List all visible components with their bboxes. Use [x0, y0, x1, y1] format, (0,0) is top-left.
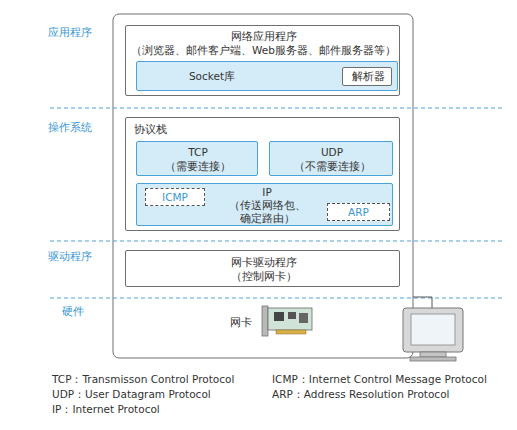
nic-chip: [299, 313, 308, 323]
node-body: （需要连接）: [137, 160, 259, 173]
part-name: 网卡: [230, 316, 252, 329]
node-heading: UDP: [270, 146, 394, 159]
node-body: （控制网卡）: [126, 270, 401, 283]
node-heading: ARP: [328, 206, 389, 219]
driver-box: 网卡驱动程序（控制网卡）: [125, 250, 400, 287]
monitor-base: [410, 357, 456, 361]
monitor-body: [403, 308, 463, 352]
node-heading: 网卡驱动程序: [126, 256, 401, 269]
divider-line: [50, 241, 505, 242]
node-heading: Socket库: [167, 70, 257, 83]
socket-box: Socket库 解析器: [136, 61, 398, 91]
resolver-box: 解析器: [342, 67, 392, 86]
monitor-screen: [411, 314, 455, 345]
layer-label: 驱动程序: [48, 250, 92, 263]
abbreviation-note: IP：Internet Protocol: [52, 403, 160, 416]
node-heading: ICMP: [146, 191, 204, 204]
layer-label: 操作系统: [48, 121, 92, 134]
app-box: 网络应用程序（浏览器、邮件客户端、Web服务器、邮件服务器等） Socket库 解析…: [125, 25, 400, 96]
layer-label: 硬件: [62, 305, 84, 318]
node-heading: 协议栈: [134, 123, 214, 136]
abbreviation-note: TCP：Transmisson Control Protocol: [52, 373, 234, 386]
nic-connector: [276, 330, 306, 334]
cable-line: [413, 297, 432, 308]
nic-chip: [274, 312, 284, 321]
abbreviation-note: ARP：Address Resolution Protocol: [272, 388, 449, 401]
node-body: （浏览器、邮件客户端、Web服务器、邮件服务器等）: [126, 44, 401, 57]
abbreviation-note: UDP：User Datagram Protocol: [52, 388, 211, 401]
monitor-illustration: [403, 308, 463, 361]
outer-frame: [113, 14, 413, 358]
abbreviation-note: ICMP：Internet Control Message Protocol: [272, 373, 487, 386]
ip-box: IP（传送网络包、 确定路由） ICMP ARP: [136, 183, 393, 226]
nic-illustration: [262, 306, 312, 336]
divider-line: [50, 108, 505, 109]
node-heading: IP: [222, 186, 312, 199]
nic-bracket: [262, 306, 268, 336]
icmp-box: ICMP: [145, 188, 205, 206]
tcp-box: TCP（需要连接）: [136, 141, 258, 176]
arp-box: ARP: [327, 203, 390, 221]
monitor-stand: [420, 352, 446, 357]
node-heading: 网络应用程序: [126, 30, 401, 43]
node-body: （不需要连接）: [270, 160, 394, 173]
nic-board: [268, 308, 312, 330]
udp-box: UDP（不需要连接）: [269, 141, 393, 176]
node-heading: 解析器: [343, 70, 393, 83]
divider-line: [50, 298, 505, 299]
layer-label: 应用程序: [48, 26, 92, 39]
node-heading: TCP: [137, 146, 259, 159]
stack-box: 协议栈 TCP（需要连接） UDP（不需要连接） IP（传送网络包、 确定路由） ICM…: [125, 117, 400, 231]
node-body: （传送网络包、 确定路由）: [217, 199, 317, 225]
nic-chip: [288, 312, 296, 319]
layer-dividers: [50, 108, 505, 298]
